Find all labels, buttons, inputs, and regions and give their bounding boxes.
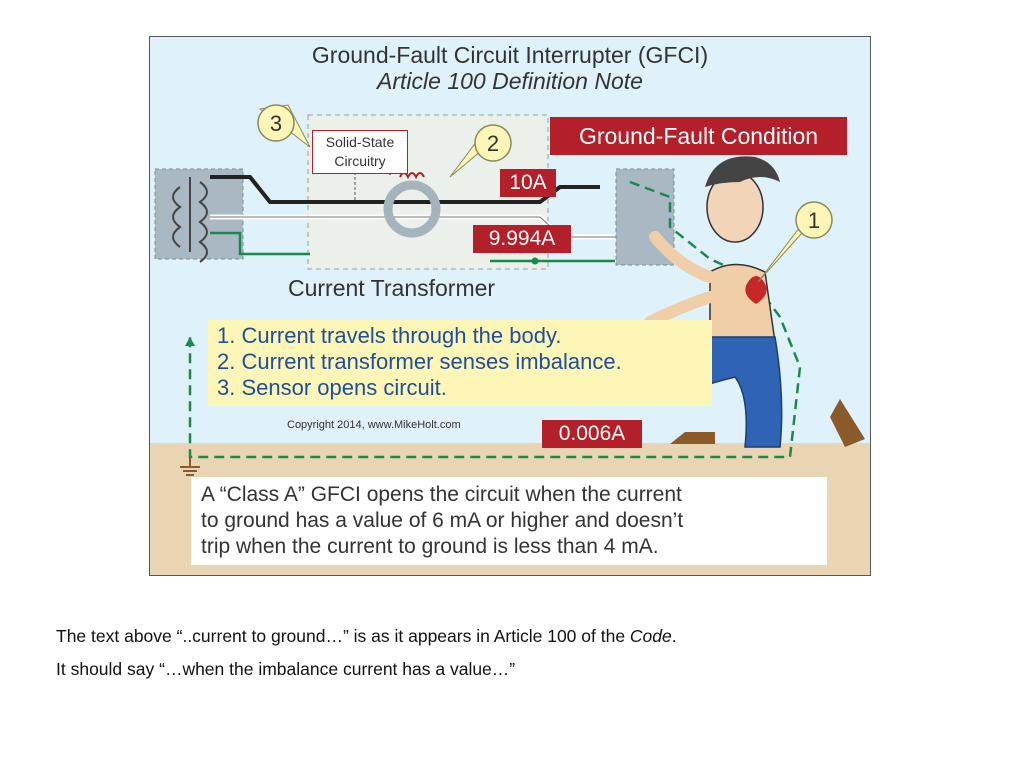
ground-current-tag: 0.006A [542, 420, 642, 448]
callout-3: 3 [257, 104, 311, 148]
definition-line: to ground has a value of 6 mA or higher … [201, 509, 684, 532]
hot-conductor [210, 175, 600, 204]
neutral-current-tag: 9.994A [473, 225, 571, 253]
secondary-coil [198, 181, 208, 263]
svg-text:1: 1 [808, 208, 820, 233]
definition-line: trip when the current to ground is less … [201, 535, 659, 558]
person-torso [709, 263, 776, 343]
step-item: 1. Current travels through the body. [217, 323, 562, 348]
step-item: 3. Sensor opens circuit. [217, 375, 447, 400]
copyright: Copyright 2014, www.MikeHolt.com [287, 419, 461, 431]
step-item: 2. Current transformer senses imbalance. [217, 349, 622, 374]
definition-line: A “Class A” GFCI opens the circuit when … [201, 483, 682, 506]
svg-text:3: 3 [270, 111, 282, 136]
note-line-2: It should say “…when the imbalance curre… [56, 659, 516, 679]
hot-current-tag: 10A [500, 169, 556, 197]
callout-1: 1 [757, 201, 833, 283]
primary-coil [172, 186, 182, 248]
ct-ring [383, 180, 441, 238]
callout-2: 2 [449, 124, 512, 178]
condition-label: Ground-Fault Condition [550, 117, 847, 155]
diagram-subtitle: Article 100 Definition Note [377, 68, 643, 94]
svg-text:2: 2 [487, 131, 499, 156]
ground-symbol [180, 457, 200, 476]
egc-wire [210, 231, 310, 256]
gfci-diagram: 3 2 1 Ground-Fault Circuit Interrupter (… [149, 36, 871, 576]
note-line-1: The text above “..current to ground…” is… [56, 626, 677, 646]
diagram-title: Ground-Fault Circuit Interrupter (GFCI) [311, 42, 709, 68]
definition-box: A “Class A” GFCI opens the circuit when … [191, 477, 827, 565]
transformer-box [154, 168, 244, 260]
solid-state-circuitry-label: Solid-State Circuitry [312, 130, 408, 174]
heart [745, 276, 767, 304]
current-transformer-label: Current Transformer [288, 275, 496, 301]
steps-box: 1. Current travels through the body. 2. … [208, 320, 712, 406]
person-hair [705, 156, 780, 187]
